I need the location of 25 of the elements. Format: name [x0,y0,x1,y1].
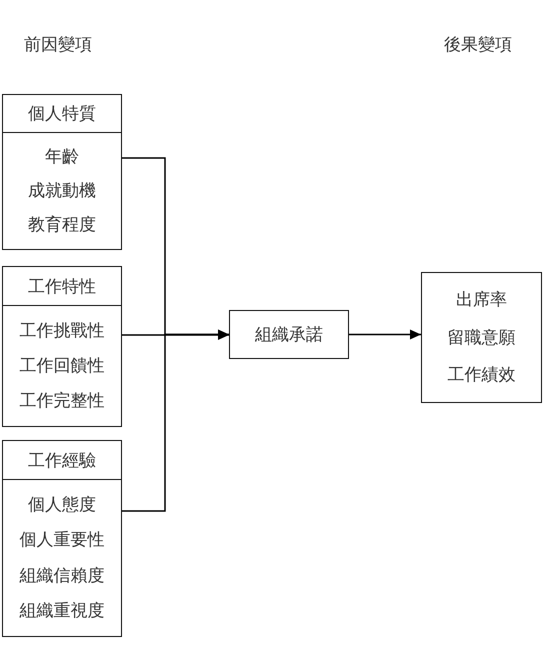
item-text: 個人重要性 [20,530,104,550]
item-text: 教育程度 [28,215,96,235]
item-text: 組織重視度 [20,600,104,621]
factor-box [2,440,122,637]
item-text: 工作回饋性 [20,356,104,376]
arrow [122,330,229,512]
item-text: 工作績效 [448,364,516,385]
item-text: 成就動機 [28,181,96,201]
item-text: 個人態度 [28,495,96,516]
box-heading: 工作特性 [3,267,121,306]
column-heading: 前因變項 [24,35,92,55]
column-heading: 後果變項 [444,35,512,55]
box-heading: 工作經驗 [3,441,121,480]
factor-box [2,94,122,250]
factor-box [2,266,122,427]
item-text: 組織信賴度 [20,566,104,586]
box-heading: 個人特質 [3,95,121,133]
item-text: 留職意願 [448,328,516,348]
item-text: 工作挑戰性 [20,321,104,341]
outcome-box [421,272,542,403]
process-box: 組織承諾 [229,310,349,359]
item-text: 年齡 [45,147,79,167]
item-text: 出席率 [456,290,507,310]
item-text: 工作完整性 [20,391,104,411]
arrow [349,330,421,340]
